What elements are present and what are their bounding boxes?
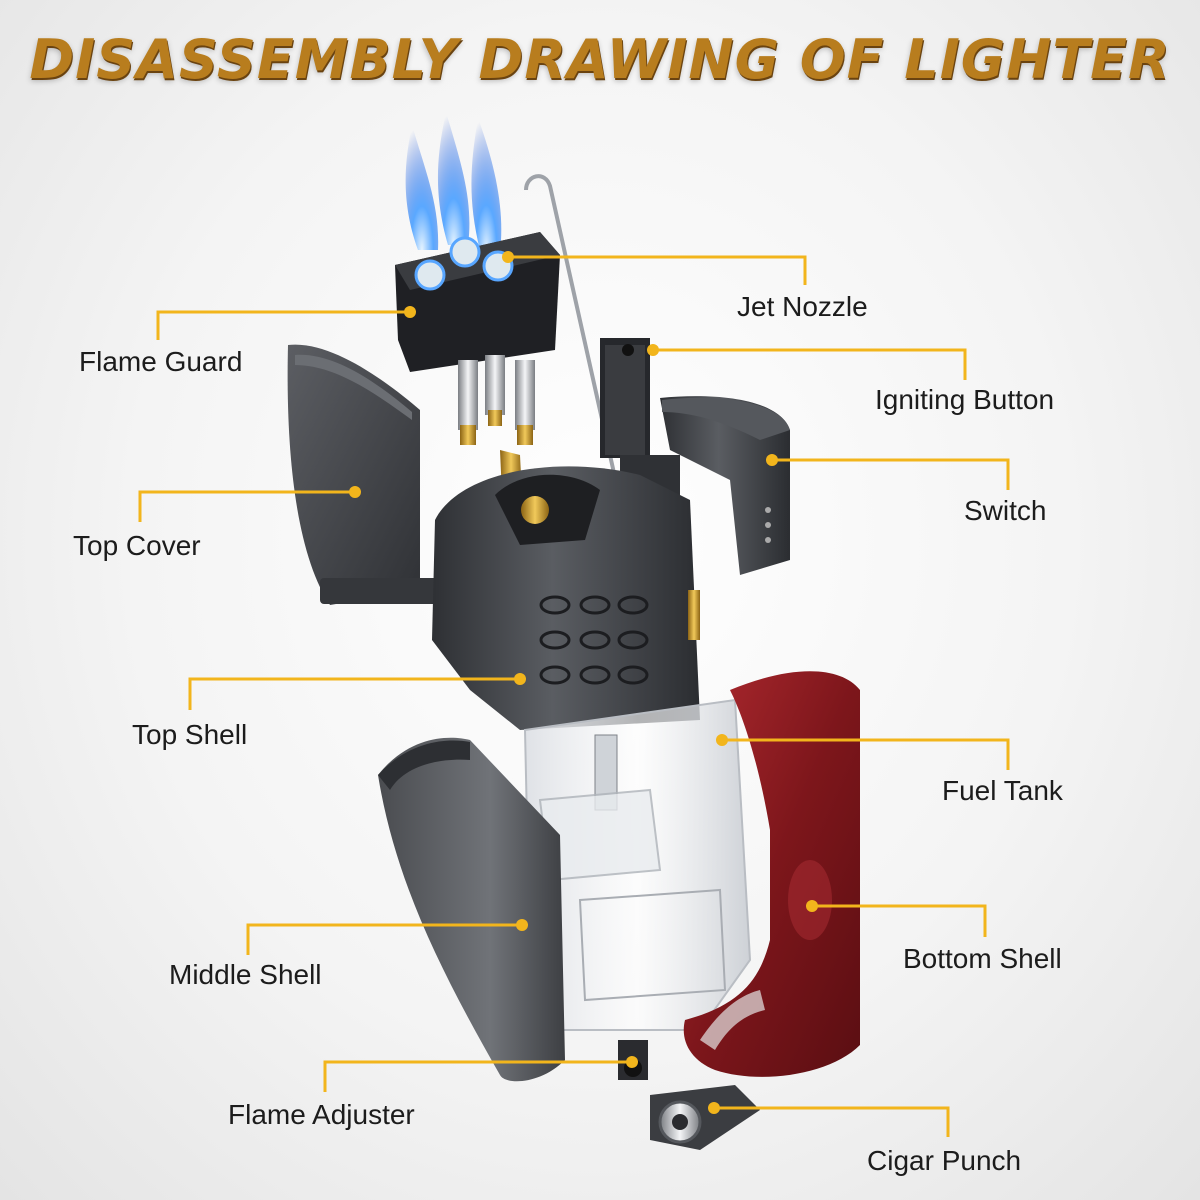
leader-lines: [138, 255, 1010, 1137]
middle-shell-part: [378, 737, 565, 1082]
switch-part: [660, 396, 790, 575]
leader-jet-nozzle: [508, 255, 807, 285]
ignition-wire: [524, 174, 622, 501]
top-shell-part: [432, 466, 700, 730]
label-igniting-button: Igniting Button: [875, 384, 1055, 415]
leader-igniting-button: [653, 348, 967, 380]
dot-fuel-tank: [716, 734, 728, 746]
label-middle-shell: Middle Shell: [169, 959, 322, 990]
flame-guard-part: [395, 232, 560, 372]
dot-flame-adjuster: [626, 1056, 638, 1068]
leader-fuel-tank: [722, 738, 1010, 770]
leader-top-shell: [188, 677, 520, 710]
leader-cigar-punch: [714, 1106, 950, 1137]
dot-bottom-shell: [806, 900, 818, 912]
dot-flame-guard: [404, 306, 416, 318]
dot-top-cover: [349, 486, 361, 498]
label-flame-adjuster: Flame Adjuster: [228, 1099, 415, 1130]
label-cigar-punch: Cigar Punch: [867, 1145, 1022, 1176]
dot-middle-shell: [516, 919, 528, 931]
label-flame-guard: Flame Guard: [79, 346, 243, 377]
leader-flame-guard: [156, 310, 410, 340]
dot-igniting-button: [647, 344, 659, 356]
diagram-title: DISASSEMBLY DRAWING OF LIGHTER: [29, 28, 1171, 91]
jet-flames: [405, 112, 502, 252]
leader-middle-shell: [246, 923, 522, 955]
leader-flame-adjuster: [323, 1060, 632, 1092]
dot-cigar-punch: [708, 1102, 720, 1114]
leader-dots: [349, 251, 818, 1114]
cigar-punch-part: [650, 1085, 760, 1150]
label-top-cover: Top Cover: [73, 530, 201, 561]
bottom-shell-part: [683, 671, 860, 1077]
dot-top-shell: [514, 673, 526, 685]
leader-top-cover: [138, 490, 355, 522]
dot-jet-nozzle: [502, 251, 514, 263]
label-top-shell: Top Shell: [132, 719, 248, 750]
dot-switch: [766, 454, 778, 466]
label-jet-nozzle: Jet Nozzle: [737, 291, 868, 322]
label-fuel-tank: Fuel Tank: [942, 775, 1063, 806]
top-cover-part: [287, 344, 440, 605]
label-switch: Switch: [964, 495, 1047, 526]
label-bottom-shell: Bottom Shell: [903, 943, 1062, 974]
leader-bottom-shell: [812, 904, 987, 937]
leader-switch: [772, 458, 1010, 490]
